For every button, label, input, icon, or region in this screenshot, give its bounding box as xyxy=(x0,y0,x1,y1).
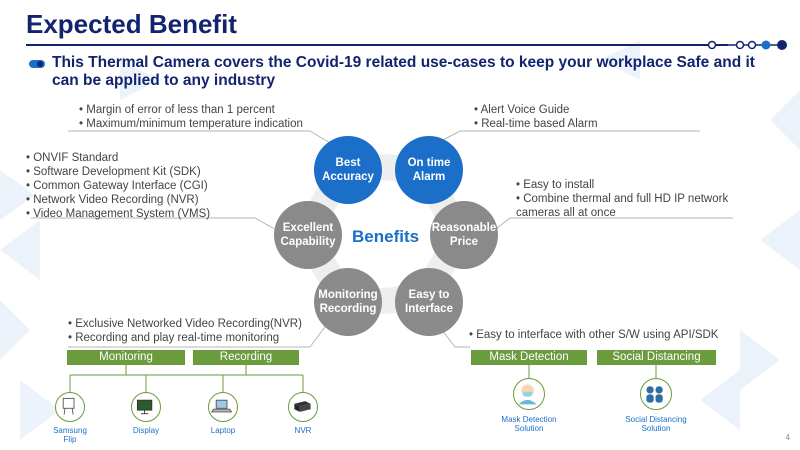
capability-notes: ONVIF Standard Software Development Kit … xyxy=(26,151,210,221)
accuracy-notes: Margin of error of less than 1 percent M… xyxy=(79,103,303,131)
benefit-best-accuracy: Best Accuracy xyxy=(314,136,382,204)
list-item: Network Video Recording (NVR) xyxy=(26,193,210,207)
laptop-icon xyxy=(208,392,238,422)
list-item: Exclusive Networked Video Recording(NVR) xyxy=(68,317,302,331)
list-item: Combine thermal and full HD IP network c… xyxy=(516,192,746,220)
display-label: Display xyxy=(132,426,160,435)
benefits-center-label: Benefits xyxy=(352,227,420,246)
list-item: Easy to install xyxy=(516,178,746,192)
list-item: Margin of error of less than 1 percent xyxy=(79,103,303,117)
benefit-on-time-alarm: On time Alarm xyxy=(395,136,463,204)
mask-detection-tag: Mask Detection xyxy=(471,350,587,365)
samsung-flip-label: Samsung Flip xyxy=(53,426,87,444)
list-item: Easy to interface with other S/W using A… xyxy=(469,328,718,342)
title-rule xyxy=(26,44,728,46)
distancing-solution-label: Social Distancing Solution xyxy=(625,415,687,433)
benefit-easy-interface: Easy to Interface xyxy=(395,268,463,336)
page-title: Expected Benefit xyxy=(26,9,237,39)
display-icon xyxy=(131,392,161,422)
alarm-notes: Alert Voice Guide Real-time based Alarm xyxy=(474,103,598,131)
social-distancing-icon xyxy=(640,378,672,410)
subtitle: This Thermal Camera covers the Covid-19 … xyxy=(52,54,755,89)
rule-dots-decoration xyxy=(704,40,787,50)
recording-notes: Exclusive Networked Video Recording(NVR)… xyxy=(68,317,302,345)
interface-notes: Easy to interface with other S/W using A… xyxy=(469,328,718,342)
list-item: Recording and play real-time monitoring xyxy=(68,331,302,345)
price-notes: Easy to install Combine thermal and full… xyxy=(516,178,746,220)
mask-solution-label: Mask Detection Solution xyxy=(501,415,557,433)
list-item: Common Gateway Interface (CGI) xyxy=(26,179,210,193)
list-item: Alert Voice Guide xyxy=(474,103,598,117)
recording-tag: Recording xyxy=(193,350,299,365)
subtitle-bullet-icon xyxy=(29,60,45,68)
nvr-icon xyxy=(288,392,318,422)
benefit-reasonable-price: Reasonable Price xyxy=(430,201,498,269)
mask-detection-icon xyxy=(513,378,545,410)
list-item: Software Development Kit (SDK) xyxy=(26,165,210,179)
social-distancing-tag: Social Distancing xyxy=(597,350,716,365)
list-item: Real-time based Alarm xyxy=(474,117,597,131)
benefit-excellent-capability: Excellent Capability xyxy=(274,201,342,269)
list-item: ONVIF Standard xyxy=(26,151,210,165)
list-item: Maximum/minimum temperature indication xyxy=(79,117,303,131)
benefit-monitoring-recording: Monitoring Recording xyxy=(314,268,382,336)
list-item: Video Management System (VMS) xyxy=(26,207,210,221)
monitoring-tag: Monitoring xyxy=(67,350,185,365)
page-number: 4 xyxy=(785,433,790,442)
samsung-flip-icon xyxy=(55,392,85,422)
laptop-label: Laptop xyxy=(210,426,236,435)
nvr-label: NVR xyxy=(294,426,312,435)
